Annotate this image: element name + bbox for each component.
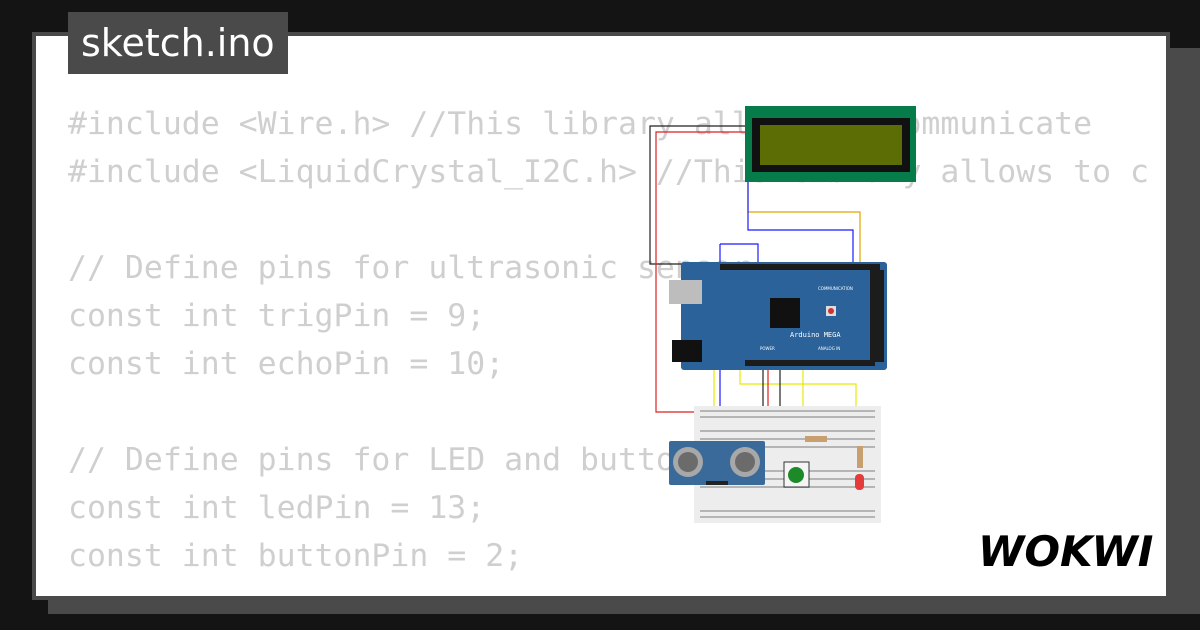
power-label: POWER [760,346,775,351]
code-line: const int echoPin = 10; [68,346,505,382]
wokwi-logo-text: WOKWI [978,527,1153,576]
code-line: const int buttonPin = 2; [68,538,524,574]
wokwi-logo: WOKWI [978,527,1153,576]
board-label: Arduino MEGA [790,331,841,339]
arduino-mega-board: Arduino MEGA POWER ANALOG IN COMMUNICATI… [669,262,887,370]
preview-card [32,32,1170,600]
file-tab[interactable]: sketch.ino [68,12,288,74]
code-line [68,388,1134,436]
code-editor[interactable]: #include <Wire.h> //This library allows … [68,100,1149,580]
ultrasonic-sensor [669,441,765,485]
code-line: const int ledPin = 13; [68,490,486,526]
code-line: #include <LiquidCrystal_I2C.h> //This li… [68,154,1149,190]
comm-label: COMMUNICATION [818,286,853,291]
code-line [68,196,1134,244]
code-line: // Define pins for ultrasonic sensor [68,250,751,286]
breadboard [694,406,881,523]
file-tab-label: sketch.ino [81,21,275,65]
code-line: #include <Wire.h> //This library allows … [68,106,1093,142]
code-line: // Define pins for LED and button [68,442,694,478]
circuit-diagram: Arduino MEGA POWER ANALOG IN COMMUNICATI… [649,106,916,523]
code-line: const int trigPin = 9; [68,298,486,334]
lcd-display [745,106,916,182]
analog-label: ANALOG IN [818,346,840,351]
